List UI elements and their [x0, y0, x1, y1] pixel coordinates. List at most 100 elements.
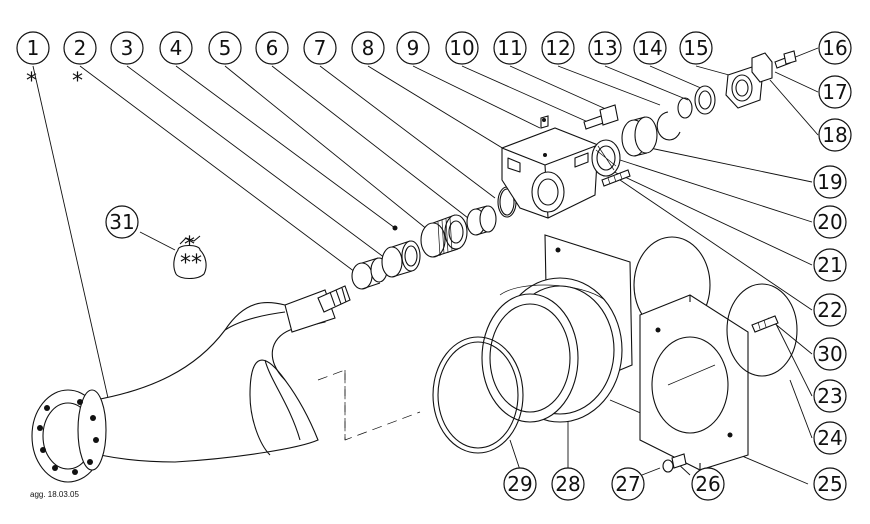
callout-14: 14 [633, 31, 667, 65]
callout-label: 15 [683, 36, 708, 60]
callout-10: 10 [445, 31, 479, 65]
callout-label: 26 [695, 472, 720, 496]
callout-23: 23 [813, 379, 847, 413]
callout-label: 31 [109, 210, 134, 234]
callout-label: 10 [449, 36, 474, 60]
callout-circle [551, 467, 585, 501]
callout-label: 30 [817, 342, 842, 366]
centerlines [317, 369, 421, 441]
callout-17: 17 [818, 75, 852, 109]
callout-label: 7 [314, 36, 327, 60]
callout-label: 29 [507, 472, 532, 496]
callout-circle [503, 467, 537, 501]
callout-circle [818, 118, 852, 152]
callout-circle [159, 31, 193, 65]
asterisk-1: * [26, 69, 37, 94]
asterisk-2: * [72, 69, 83, 94]
callout-circle [105, 205, 139, 239]
callout-8: 8 [351, 31, 385, 65]
callout-28: 28 [551, 467, 585, 501]
callout-label: 11 [497, 36, 522, 60]
callout-circle [588, 31, 622, 65]
callout-circle [813, 205, 847, 239]
callout-circle [813, 165, 847, 199]
callout-24: 24 [813, 421, 847, 455]
callout-circle [633, 31, 667, 65]
callout-label: 8 [362, 36, 375, 60]
ring-parts [591, 50, 797, 177]
callout-circle [541, 31, 575, 65]
callout-label: 17 [822, 80, 847, 104]
callout-circle [63, 31, 97, 65]
callout-29: 29 [503, 467, 537, 501]
callout-circle [16, 31, 50, 65]
callout-1: 1 [16, 31, 50, 65]
callout-circle [818, 75, 852, 109]
callout-12: 12 [541, 31, 575, 65]
callout-label: 16 [822, 36, 847, 60]
callout-31: 31 [105, 205, 139, 239]
callout-circle [351, 31, 385, 65]
callout-label: 24 [817, 426, 842, 450]
callout-15: 15 [679, 31, 713, 65]
callout-3: 3 [110, 31, 144, 65]
callout-26: 26 [691, 467, 725, 501]
callout-27: 27 [611, 467, 645, 501]
callout-label: 12 [545, 36, 570, 60]
callout-label: 13 [592, 36, 617, 60]
parts-bag-icon: ** * [173, 233, 207, 280]
callout-label: 5 [219, 36, 232, 60]
arm-housing-part [31, 285, 351, 483]
callout-5: 5 [208, 31, 242, 65]
footer-note: agg. 18.03.05 [30, 490, 79, 499]
callout-circle [110, 31, 144, 65]
callout-circle [813, 337, 847, 371]
callout-18: 18 [818, 118, 852, 152]
callout-label: 22 [817, 298, 842, 322]
callout-circle [255, 31, 289, 65]
callout-circle [303, 31, 337, 65]
callout-6: 6 [255, 31, 289, 65]
callout-label: 2 [74, 36, 87, 60]
callout-label: 4 [170, 36, 183, 60]
callout-label: 21 [817, 253, 842, 277]
callout-label: 28 [555, 472, 580, 496]
callout-circle [813, 248, 847, 282]
callout-13: 13 [588, 31, 622, 65]
callout-label: 6 [266, 36, 279, 60]
callout-label: 3 [121, 36, 134, 60]
callout-circle [813, 379, 847, 413]
callout-30: 30 [813, 337, 847, 371]
callout-25: 25 [813, 467, 847, 501]
callout-circle [445, 31, 479, 65]
callout-16: 16 [818, 31, 852, 65]
callout-4: 4 [159, 31, 193, 65]
callout-label: 14 [637, 36, 662, 60]
callout-circle [818, 31, 852, 65]
callout-circle [691, 467, 725, 501]
svg-text:*: * [184, 233, 195, 258]
callout-circle [611, 467, 645, 501]
callout-label: 27 [615, 472, 640, 496]
callout-9: 9 [396, 31, 430, 65]
callout-label: 18 [822, 123, 847, 147]
svg-text:**: ** [180, 251, 202, 276]
callout-circle [813, 467, 847, 501]
gear-drive-assembly [432, 234, 798, 473]
callout-label: 19 [817, 170, 842, 194]
callout-19: 19 [813, 165, 847, 199]
bushing-parts [351, 186, 517, 290]
callout-label: 20 [817, 210, 842, 234]
callout-circle [493, 31, 527, 65]
callout-2: 2 [63, 31, 97, 65]
callout-circle [679, 31, 713, 65]
callout-circle [396, 31, 430, 65]
bearing-block-part [501, 104, 631, 219]
callout-circle [813, 293, 847, 327]
callout-label: 9 [407, 36, 420, 60]
callout-circle [813, 421, 847, 455]
callout-label: 23 [817, 384, 842, 408]
callout-label: 1 [27, 36, 40, 60]
